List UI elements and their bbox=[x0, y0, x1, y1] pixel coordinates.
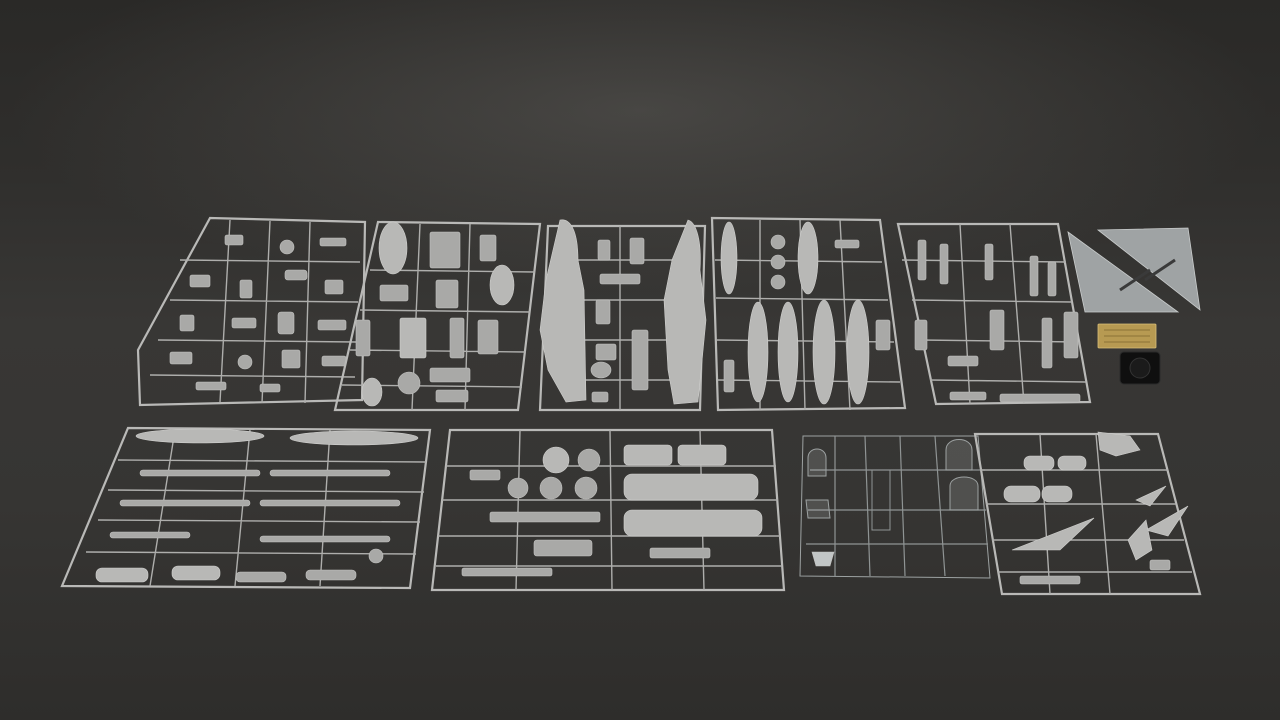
sprue-detail-parts bbox=[896, 222, 1092, 406]
sprue-engine-nozzles bbox=[430, 428, 786, 592]
sprue-fuselage-halves bbox=[538, 219, 707, 412]
sprue-clear-parts bbox=[799, 435, 991, 579]
sprue-small-parts-1 bbox=[136, 216, 367, 407]
decal-sheet bbox=[1067, 227, 1201, 313]
photo-etch-fret bbox=[1097, 323, 1157, 349]
canopy-mask bbox=[1119, 351, 1161, 385]
sprue-missiles-pylons bbox=[60, 426, 432, 590]
sprue-nose-wing-parts bbox=[973, 431, 1202, 596]
sprue-cockpit-parts bbox=[333, 220, 542, 412]
sprue-fuel-tanks bbox=[710, 216, 907, 412]
